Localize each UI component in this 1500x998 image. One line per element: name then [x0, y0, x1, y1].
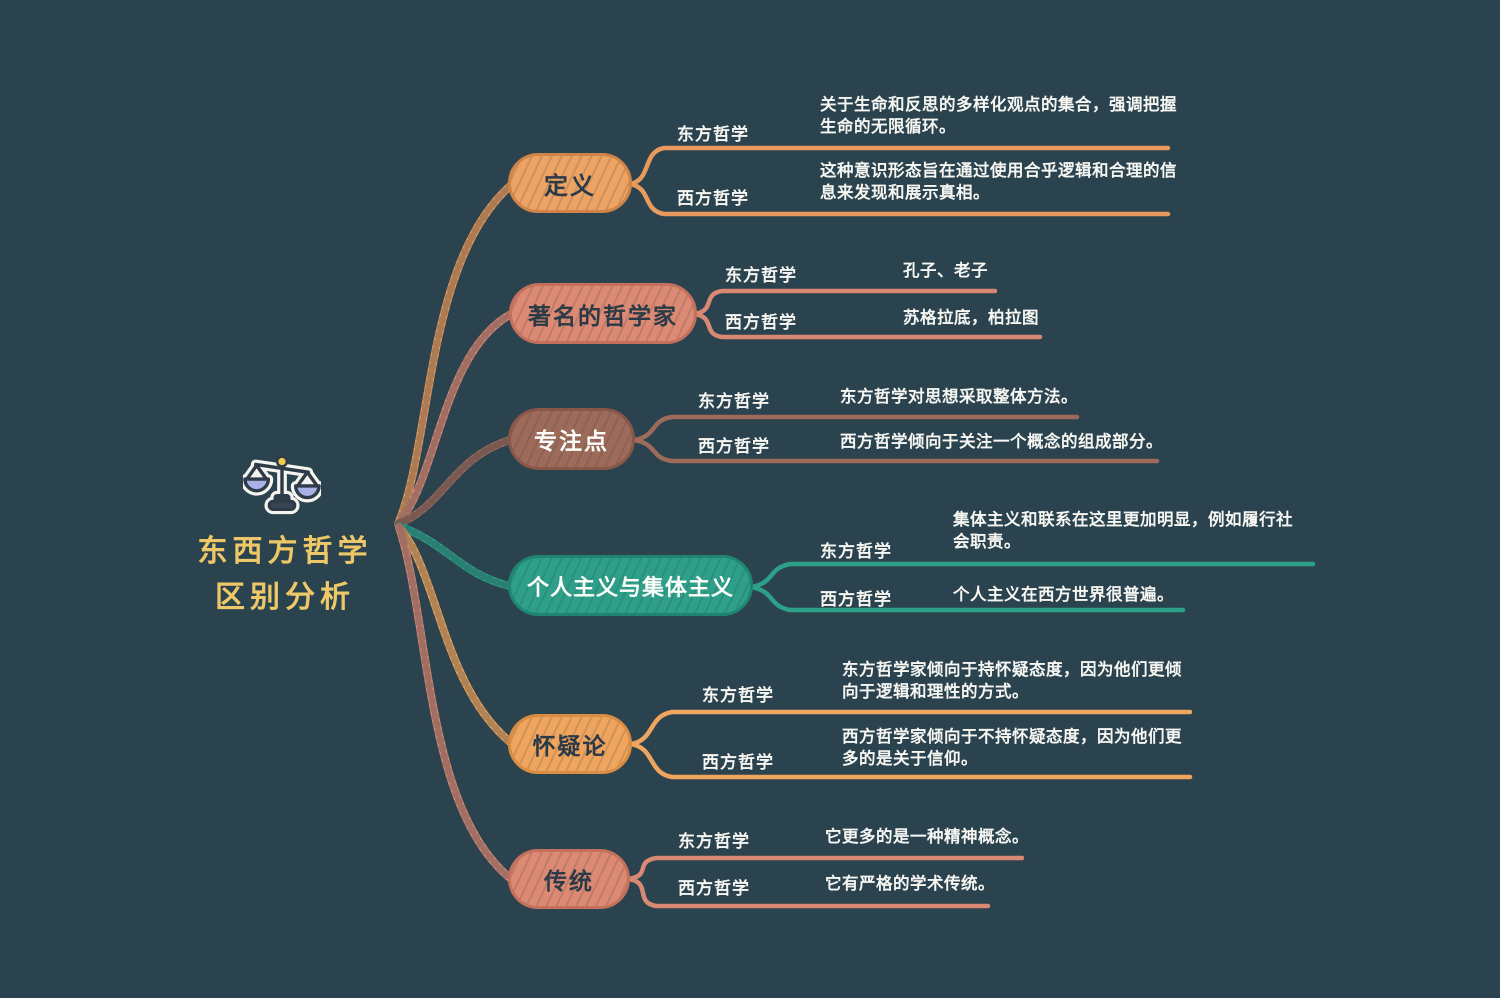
trunk-individualism [395, 522, 514, 590]
branch-desc-definition-east[interactable]: 关于生命和反思的多样化观点的集合，强调把握生命的无限循环。 [820, 95, 1177, 137]
branch-label-tradition-east[interactable]: 东方哲学 [678, 832, 750, 852]
topic-node-focus[interactable]: 专注点 [508, 408, 635, 470]
root-title-line1: 东西方哲学 [197, 534, 373, 569]
branch-line-skepticism-west [628, 741, 1193, 780]
trunk-tradition [395, 523, 514, 882]
topic-node-philosophers[interactable]: 著名的哲学家 [509, 283, 697, 344]
branch-label-individualism-east[interactable]: 东方哲学 [820, 542, 892, 562]
topic-label: 怀疑论 [532, 734, 608, 760]
branch-desc-definition-west[interactable]: 这种意识形态旨在通过使用合乎逻辑和合理的信息来发现和展示真相。 [820, 161, 1177, 203]
branch-line-focus-west [631, 437, 1160, 464]
branch-line-definition-east [627, 145, 1171, 187]
branch-line-philosophers-east [692, 288, 998, 317]
branch-line-focus-east [631, 414, 1080, 443]
branch-desc-skepticism-east[interactable]: 东方哲学家倾向于持怀疑态度，因为他们更倾向于逻辑和理性的方式。 [842, 660, 1182, 702]
branch-desc-philosophers-west[interactable]: 苏格拉底，柏拉图 [903, 308, 1039, 327]
branch-label-focus-west[interactable]: 西方哲学 [698, 437, 770, 457]
topic-label: 传统 [544, 869, 594, 895]
root-title-line2: 区别分析 [215, 580, 355, 615]
branch-label-skepticism-west[interactable]: 西方哲学 [702, 753, 774, 773]
branch-desc-skepticism-west[interactable]: 西方哲学家倾向于不持怀疑态度，因为他们更多的是关于信仰。 [842, 727, 1182, 769]
branch-label-definition-east[interactable]: 东方哲学 [677, 125, 749, 145]
branch-desc-philosophers-east[interactable]: 孔子、老子 [903, 261, 988, 280]
trunk-skepticism [395, 523, 514, 746]
branch-label-philosophers-east[interactable]: 东方哲学 [725, 266, 797, 286]
root-node-title[interactable]: 东西方哲学 区别分析 [170, 529, 400, 621]
topic-node-skepticism[interactable]: 怀疑论 [508, 714, 632, 774]
branch-label-definition-west[interactable]: 西方哲学 [677, 189, 749, 209]
branch-line-individualism-east [748, 561, 1316, 590]
branch-desc-individualism-west[interactable]: 个人主义在西方世界很普遍。 [953, 585, 1174, 604]
topic-label: 专注点 [534, 429, 609, 455]
branch-label-individualism-west[interactable]: 西方哲学 [820, 590, 892, 610]
branch-desc-tradition-east[interactable]: 它更多的是一种精神概念。 [825, 827, 1029, 846]
branch-label-tradition-west[interactable]: 西方哲学 [678, 879, 750, 899]
branch-label-philosophers-west[interactable]: 西方哲学 [725, 313, 797, 333]
topic-node-tradition[interactable]: 传统 [508, 849, 630, 909]
trunk-focus [394, 436, 514, 528]
branch-desc-individualism-east[interactable]: 集体主义和联系在这里更加明显，例如履行社会职责。 [953, 510, 1293, 552]
branch-label-focus-east[interactable]: 东方哲学 [698, 392, 770, 412]
topic-node-individualism[interactable]: 个人主义与集体主义 [508, 555, 753, 616]
branch-desc-focus-west[interactable]: 西方哲学倾向于关注一个概念的组成部分。 [840, 432, 1163, 451]
trunk-definition [394, 182, 514, 528]
branch-line-definition-west [627, 181, 1171, 217]
branch-desc-tradition-west[interactable]: 它有严格的学术传统。 [825, 874, 995, 893]
trunk-philosophers [394, 310, 515, 528]
branch-line-individualism-west [748, 584, 1186, 613]
branch-desc-focus-east[interactable]: 东方哲学对思想采取整体方法。 [840, 387, 1078, 406]
branch-line-philosophers-west [692, 311, 1043, 340]
branch-line-skepticism-east [628, 709, 1193, 747]
topic-node-definition[interactable]: 定义 [508, 153, 632, 213]
topic-label: 著名的哲学家 [528, 303, 678, 330]
branch-label-skepticism-east[interactable]: 东方哲学 [702, 686, 774, 706]
balance-scale-icon [240, 446, 324, 522]
topic-label: 个人主义与集体主义 [526, 575, 734, 601]
branch-line-tradition-east [626, 855, 1025, 882]
topic-label: 定义 [544, 171, 596, 200]
branch-line-tradition-west [626, 876, 991, 909]
